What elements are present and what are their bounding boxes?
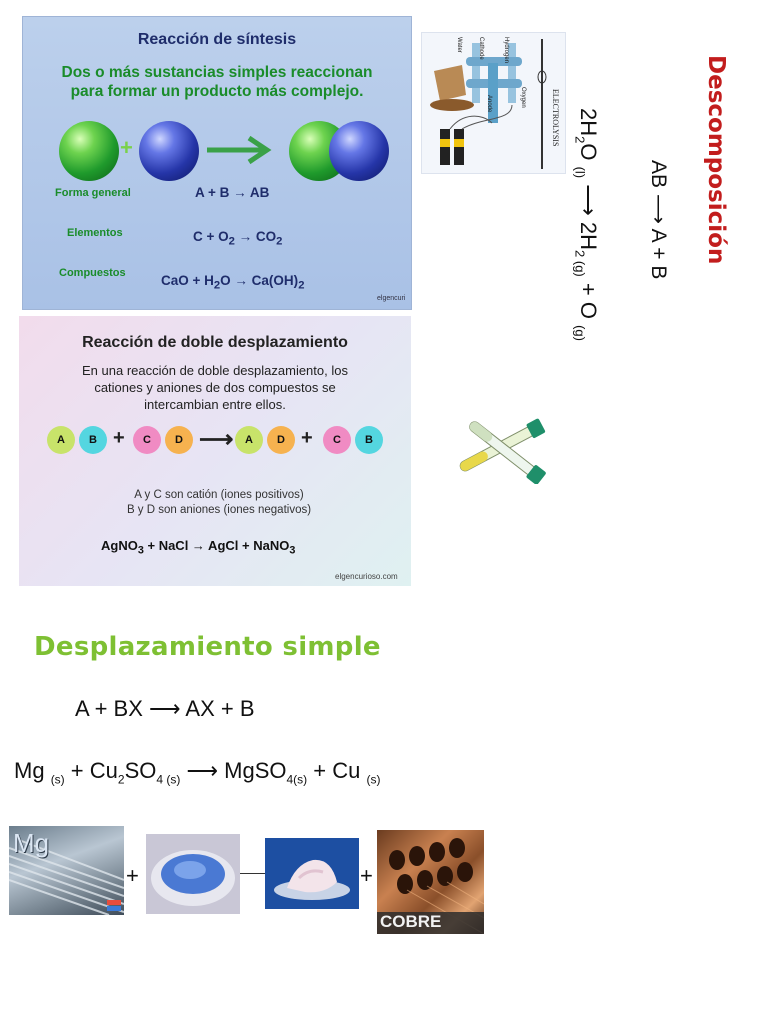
synthesis-subtitle-line2: para formar un producto más complejo. [70, 83, 364, 100]
electrolysis-label: ELECTROLYSIS [551, 89, 560, 147]
row-equation: A + B → AB [195, 185, 270, 200]
blue-powder-icon [151, 850, 235, 906]
simple-general-equation: A + BX ⟶ AX + B [75, 696, 255, 721]
ion-d: D [267, 426, 295, 454]
ion-c: C [133, 426, 161, 454]
copper-sulfate-photo [146, 834, 240, 914]
desc-line: intercambian entre ellos. [144, 397, 286, 412]
simple-displacement-title: Desplazamiento simple [34, 632, 381, 662]
row-label: Forma general [55, 187, 131, 199]
plus-sign: + [113, 427, 125, 449]
blue-sphere-icon [139, 121, 199, 181]
magnesium-sulfate-photo [265, 838, 359, 909]
water-label: Water [456, 37, 462, 53]
ion-b: B [355, 426, 383, 454]
decomposition-title: Descomposición [703, 55, 729, 265]
synthesis-subtitle-line1: Dos o más sustancias simples reaccionan [61, 64, 373, 81]
magnesium-equation: Mg (s) + Cu2SO4 (s) ⟶ MgSO4(s) + Cu (s) [14, 758, 381, 787]
synthesis-panel: Reacción de síntesis Dos o más sustancia… [22, 16, 412, 310]
test-tubes-icon [459, 418, 546, 484]
row-equation: C + O2 → CO2 [193, 229, 283, 248]
electrolysis-drawing [422, 33, 565, 173]
anode-label: Anode [486, 95, 492, 113]
double-displacement-panel: Reacción de doble desplazamiento En una … [19, 316, 411, 586]
magnesium-photo: Mg [9, 826, 124, 915]
double-title: Reacción de doble desplazamiento [82, 334, 348, 351]
double-description: En una reacción de doble desplazamiento,… [49, 362, 381, 413]
blue-sphere-product-icon [329, 121, 389, 181]
arrow-icon: ⟶ [199, 426, 234, 453]
row-label: Compuestos [59, 267, 126, 279]
ion-a: A [47, 426, 75, 454]
watermark: elgencuri [377, 295, 406, 302]
white-crystal-icon [274, 859, 350, 900]
plus-sign: + [301, 427, 313, 449]
watermark: elgencurioso.com [335, 572, 398, 581]
ion-b: B [79, 426, 107, 454]
plus-sign: + [360, 863, 373, 888]
electrolysis-image: ELECTROLYSIS Hydrogen Oxygen Cathode Ano… [421, 32, 566, 174]
decomposition-general-equation: AB ⟶ A + B [647, 160, 670, 280]
plus-sign: + [126, 863, 139, 888]
note-line: B y D son aniones (iones negativos) [126, 504, 312, 516]
row-label: Elementos [67, 227, 123, 239]
hydrogen-label: Hydrogen [503, 37, 509, 64]
ion-notes: A y C son catión (iones positivos) B y D… [79, 488, 359, 518]
green-sphere-icon [59, 121, 119, 181]
copper-tubes-icon [377, 838, 484, 934]
cathode-label: Cathode [478, 37, 484, 60]
water-decomposition-equation: 2H2O (l) ⟶ 2H2 (g) + O (g) [572, 108, 601, 341]
desc-line: cationes y aniones de dos compuestos se [94, 380, 336, 395]
reaction-line [240, 873, 266, 874]
ion-a: A [235, 426, 263, 454]
copper-photo: COBRE [377, 830, 484, 934]
row-equation: CaO + H2O → Ca(OH)2 [161, 273, 305, 292]
double-equation: AgNO3 + NaCl → AgCl + NaNO3 [101, 538, 296, 557]
magnesium-label: Mg [13, 828, 50, 858]
arrow-icon [207, 135, 272, 165]
oxygen-label: Oxygen [520, 87, 526, 108]
note-line: A y C son catión (iones positivos) [134, 489, 304, 501]
desc-line: En una reacción de doble desplazamiento,… [82, 363, 348, 378]
magnesium-rods-icon [9, 839, 124, 915]
plus-sign: + [120, 135, 133, 160]
cobre-label: COBRE [380, 912, 442, 931]
ion-c: C [323, 426, 351, 454]
ion-d: D [165, 426, 193, 454]
synthesis-subtitle: Dos o más sustancias simples reaccionan … [23, 63, 411, 101]
synthesis-title: Reacción de síntesis [137, 31, 297, 48]
